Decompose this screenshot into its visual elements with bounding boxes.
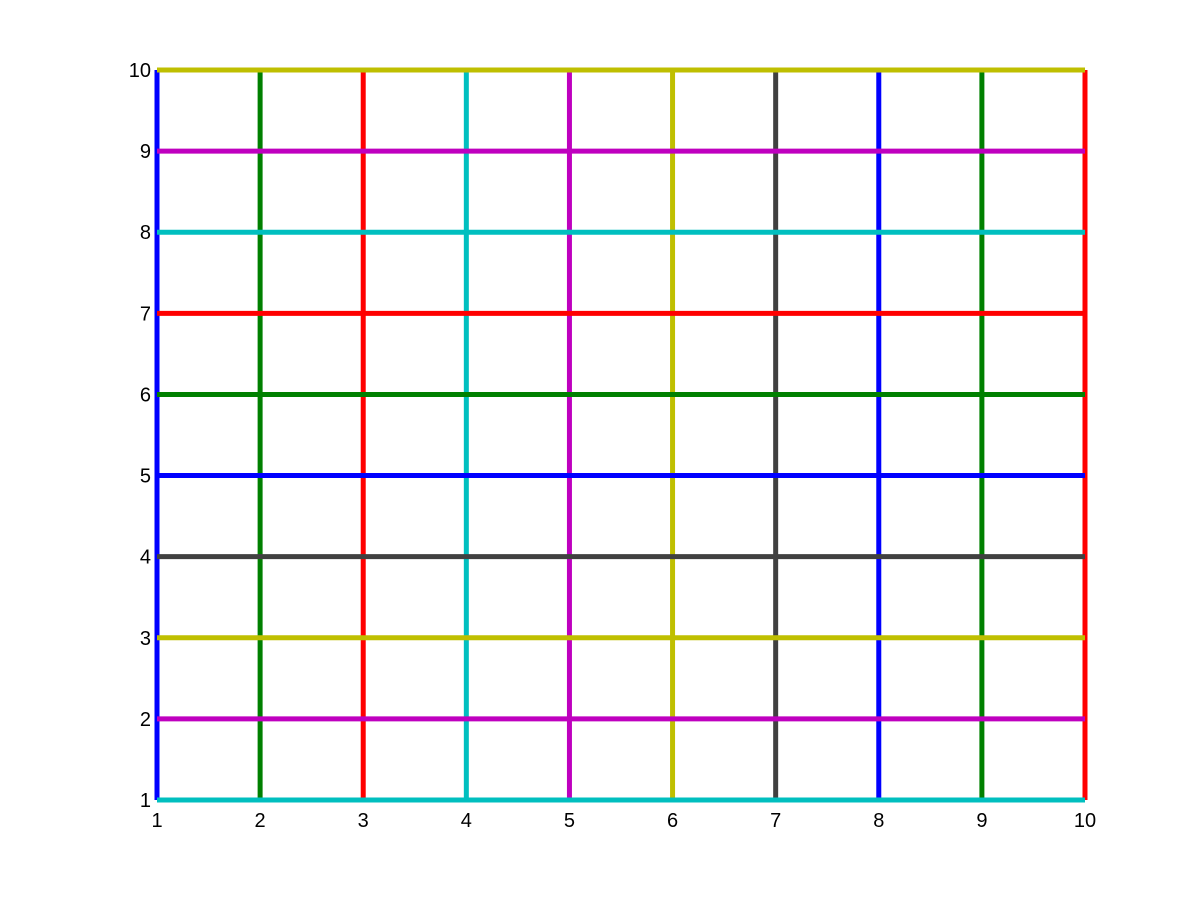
y-tick-label: 4 [140,547,151,569]
x-tick-label: 1 [151,810,162,832]
y-tick-label: 2 [140,709,151,731]
x-tick-label: 4 [461,810,472,832]
x-axis-ticks: 1 2 3 4 5 6 7 8 9 10 [151,810,1096,832]
x-tick-label: 10 [1074,810,1096,832]
y-tick-label: 5 [140,466,151,488]
x-tick-label: 9 [976,810,987,832]
y-tick-label: 7 [140,303,151,325]
y-tick-label: 3 [140,628,151,650]
horizontal-lines-group [157,67,1085,803]
y-tick-label: 6 [140,384,151,406]
y-axis-ticks: 1 2 3 4 5 6 7 8 9 10 [129,60,151,812]
x-tick-label: 6 [667,810,678,832]
x-tick-label: 7 [770,810,781,832]
x-tick-label: 3 [358,810,369,832]
x-tick-label: 5 [564,810,575,832]
y-tick-label: 9 [140,141,151,163]
y-tick-label: 1 [140,790,151,812]
x-tick-label: 2 [255,810,266,832]
vertical-lines-group [154,70,1088,800]
y-tick-label: 8 [140,222,151,244]
x-tick-label: 8 [873,810,884,832]
y-tick-label: 10 [129,60,151,82]
plot-area [157,70,1085,800]
